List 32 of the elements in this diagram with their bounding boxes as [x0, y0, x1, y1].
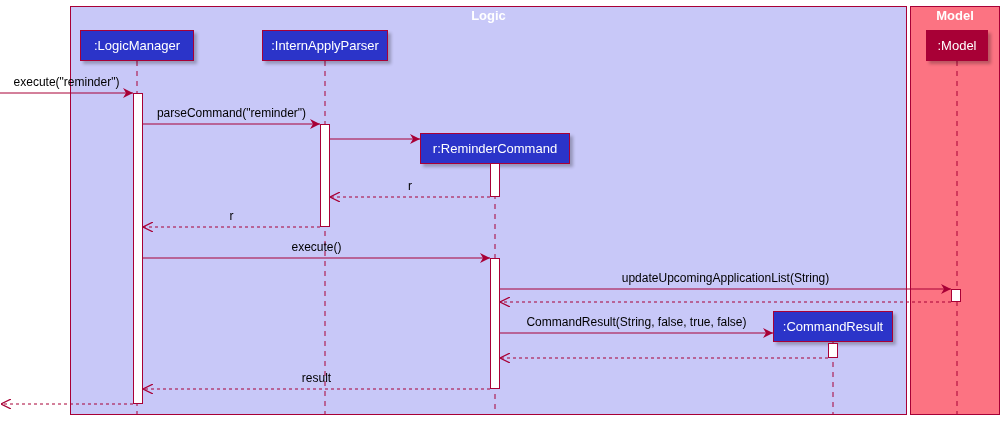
message-label: result: [301, 371, 332, 385]
activation-bar: [490, 258, 500, 389]
participant-box: :InternApplyParser: [262, 30, 388, 61]
participant-box: :Model: [926, 30, 988, 61]
activation-bar: [320, 124, 330, 227]
boundary-band: [910, 6, 1000, 415]
message-arrow: [499, 284, 952, 294]
message-arrow: [0, 398, 134, 410]
message-label: r: [229, 209, 234, 223]
message-arrow: [142, 253, 491, 263]
message-arrow: [499, 296, 952, 308]
message-arrow: [142, 221, 321, 233]
activation-bar: [828, 343, 838, 358]
message-arrow: [499, 352, 829, 364]
activation-bar: [133, 93, 143, 404]
participant-box: :CommandResult: [773, 311, 893, 342]
activation-bar: [490, 163, 500, 197]
message-arrow: [0, 88, 134, 98]
message-label: parseCommand("reminder"): [156, 106, 307, 120]
message-arrow: [329, 134, 421, 144]
message-arrow: [499, 328, 774, 338]
participant-box: :LogicManager: [80, 30, 194, 61]
message-arrow: [142, 383, 491, 395]
message-arrow: [329, 191, 491, 203]
message-label: CommandResult(String, false, true, false): [526, 315, 747, 329]
message-label: r: [408, 179, 412, 193]
band-title: Model: [936, 8, 974, 23]
message-label: execute(): [291, 240, 342, 254]
message-label: updateUpcomingApplicationList(String): [621, 271, 830, 285]
activation-bar: [951, 289, 961, 302]
message-arrow: [142, 119, 321, 129]
participant-box: r:ReminderCommand: [420, 133, 570, 164]
